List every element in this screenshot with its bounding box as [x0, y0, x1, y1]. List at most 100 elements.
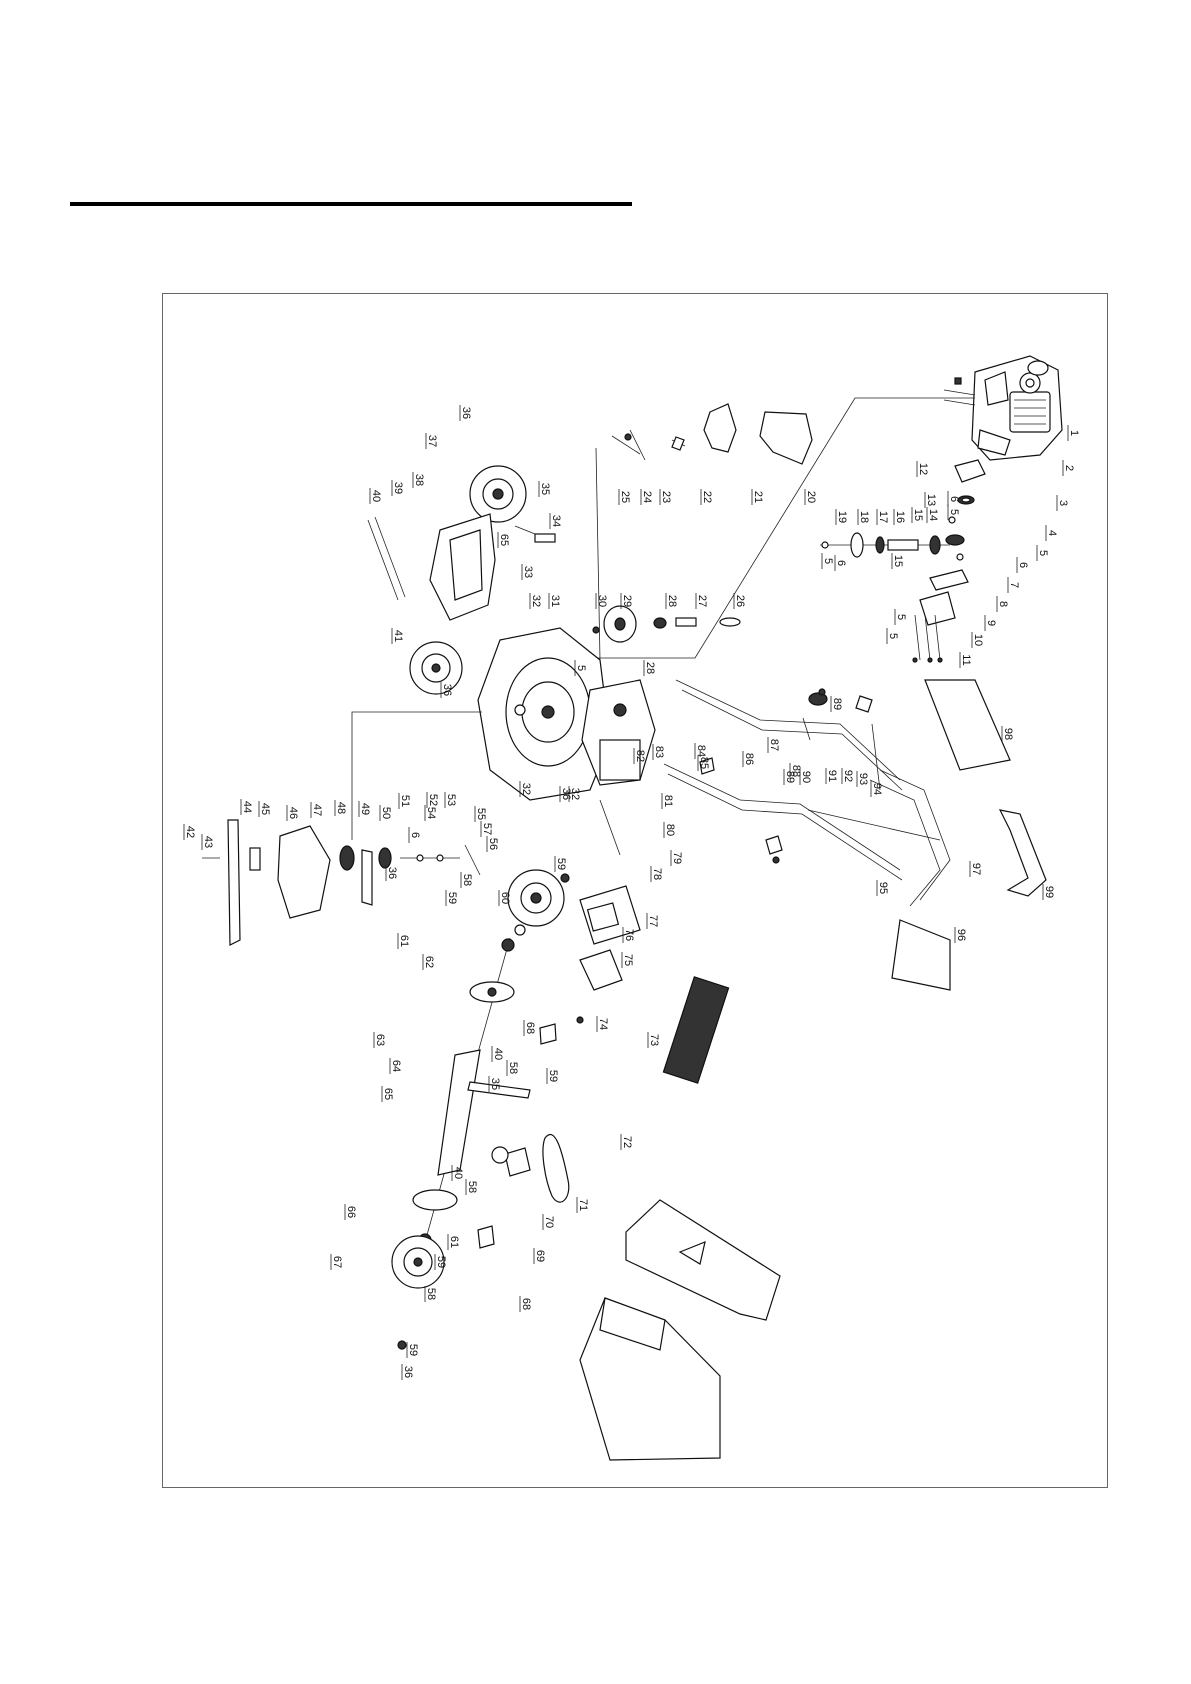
part-label-18: 18	[857, 509, 870, 525]
part-label-text: 77	[647, 915, 659, 927]
part-label-39: 39	[391, 480, 404, 496]
part-label-text: 79	[671, 852, 683, 864]
part-label-82: 82	[633, 748, 646, 764]
part-label-text: 85	[698, 757, 710, 769]
part-label-15: 15	[911, 507, 924, 523]
part-label-57: 57	[480, 821, 493, 837]
part-label-74: 74	[596, 1016, 609, 1032]
part-label-89: 89	[783, 769, 796, 785]
part-label-33: 33	[521, 564, 534, 580]
part-label-4: 4	[1045, 525, 1058, 541]
part-label-text: 32	[530, 595, 542, 607]
part-label-45: 45	[258, 801, 271, 817]
part-label-99: 99	[1042, 884, 1055, 900]
part-label-text: 38	[413, 474, 425, 486]
part-label-5: 5	[574, 660, 587, 676]
part-label-32: 32	[519, 781, 532, 797]
part-label-54: 54	[424, 805, 437, 821]
part-label-70: 70	[542, 1214, 555, 1230]
part-label-text: 15	[912, 509, 924, 521]
part-label-10: 10	[971, 632, 984, 648]
part-label-text: 84	[695, 745, 707, 757]
part-label-text: 11	[960, 654, 972, 665]
part-label-text: 59	[446, 892, 458, 904]
part-label-text: 59	[407, 1344, 419, 1356]
part-label-text: 33	[522, 566, 534, 578]
part-label-text: 14	[927, 509, 939, 521]
part-label-text: 40	[452, 1167, 464, 1179]
header-rule	[70, 202, 632, 206]
part-label-40: 40	[491, 1046, 504, 1062]
part-label-text: 36	[460, 407, 472, 419]
part-label-text: 93	[857, 773, 869, 785]
part-label-6: 6	[834, 555, 847, 571]
part-label-65: 65	[497, 532, 510, 548]
part-label-text: 36	[402, 1366, 414, 1378]
part-label-38: 38	[412, 472, 425, 488]
part-label-59: 59	[554, 856, 567, 872]
part-label-text: 47	[311, 804, 323, 816]
part-label-13: 13	[924, 492, 937, 508]
part-label-60: 60	[498, 890, 511, 906]
leader-engine	[568, 397, 975, 659]
part-label-text: 52	[427, 794, 439, 806]
part-label-24: 24	[640, 489, 653, 505]
part-label-text: 19	[836, 511, 848, 523]
part-label-21: 21	[751, 489, 764, 505]
part-label-29: 29	[620, 593, 633, 609]
part-label-35: 35	[488, 1076, 501, 1092]
part-label-53: 53	[444, 792, 457, 808]
part-label-text: 36	[386, 867, 398, 879]
part-label-56: 56	[486, 836, 499, 852]
part-label-text: 70	[543, 1216, 555, 1228]
part-label-text: 59	[555, 858, 567, 870]
part-label-32: 32	[568, 786, 581, 802]
part-label-37: 37	[425, 433, 438, 449]
part-label-58: 58	[506, 1060, 519, 1076]
part-label-text: 21	[752, 491, 764, 503]
part-label-text: 58	[466, 1181, 478, 1193]
part-label-text: 30	[596, 595, 608, 607]
part-label-text: 89	[831, 698, 843, 710]
part-label-73: 73	[647, 1032, 660, 1048]
part-label-text: 5	[895, 614, 907, 620]
part-label-93: 93	[856, 771, 869, 787]
part-label-35: 35	[538, 481, 551, 497]
part-label-text: 45	[259, 803, 271, 815]
part-label-text: 91	[826, 770, 838, 782]
part-label-22: 22	[700, 489, 713, 505]
part-label-36: 36	[440, 682, 453, 698]
part-label-text: 5	[575, 665, 587, 671]
part-label-text: 68	[524, 1022, 536, 1034]
part-label-text: 74	[597, 1018, 609, 1030]
part-label-59: 59	[406, 1342, 419, 1358]
part-label-text: 24	[641, 491, 653, 503]
part-label-61: 61	[397, 933, 410, 949]
pulley-row-parts	[592, 605, 741, 643]
part-label-text: 34	[550, 515, 562, 527]
part-label-text: 7	[1008, 582, 1020, 588]
part-label-80: 80	[663, 822, 676, 838]
part-label-52: 52	[426, 792, 439, 808]
part-label-64: 64	[389, 1058, 402, 1074]
part-label-96: 96	[954, 927, 967, 943]
part-number-labels: 1234555555666678910111213141515161718192…	[183, 405, 1080, 1380]
part-label-text: 36	[441, 684, 453, 696]
part-label-text: 50	[380, 807, 392, 819]
part-label-text: 32	[569, 788, 581, 800]
part-label-42: 42	[183, 824, 196, 840]
part-label-5: 5	[1036, 545, 1049, 561]
part-label-text: 83	[653, 746, 665, 758]
part-label-6: 6	[947, 491, 960, 507]
part-label-text: 46	[287, 807, 299, 819]
shaft-parts	[820, 532, 950, 558]
part-label-9: 9	[984, 615, 997, 631]
part-label-5: 5	[886, 628, 899, 644]
part-label-43: 43	[201, 834, 214, 850]
part-label-95: 95	[876, 880, 889, 896]
part-label-text: 6	[835, 560, 847, 566]
part-label-text: 27	[696, 595, 708, 607]
part-label-text: 59	[435, 1256, 447, 1268]
part-label-75: 75	[621, 952, 634, 968]
part-label-36: 36	[385, 865, 398, 881]
